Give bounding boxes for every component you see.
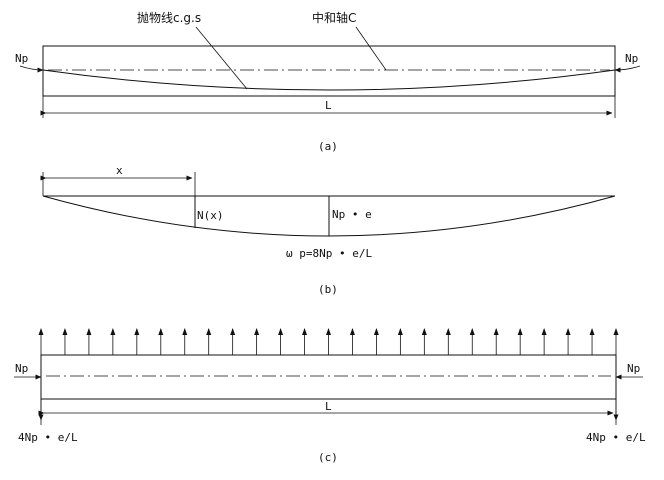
load-arrow-head xyxy=(349,328,355,335)
leader-neutral-axis xyxy=(355,26,387,71)
load-arrow-head xyxy=(62,328,68,335)
force-arrow-right-a xyxy=(614,65,641,73)
reaction-label-left: 4Np • e/L xyxy=(18,431,78,444)
load-arrow-head xyxy=(421,328,427,335)
load-arrow-head xyxy=(397,328,403,335)
tendon-parabola-a xyxy=(42,69,616,91)
load-arrow-head xyxy=(254,328,260,335)
load-arrow-head xyxy=(182,328,188,335)
load-arrow-head xyxy=(565,328,571,335)
load-arrow-head xyxy=(589,328,595,335)
load-arrow-head xyxy=(206,328,212,335)
load-arrow-head xyxy=(541,328,547,335)
force-label-left-a: Np xyxy=(15,52,28,65)
load-arrow-head xyxy=(517,328,523,335)
load-arrow-head xyxy=(158,328,164,335)
caption-c: (c) xyxy=(318,451,338,464)
beam-a-outline xyxy=(42,45,616,97)
label-neutral-axis: 中和轴C xyxy=(312,10,356,25)
load-arrow-head xyxy=(493,328,499,335)
load-arrow-head xyxy=(613,328,619,335)
load-arrow-head xyxy=(38,328,44,335)
span-label-c: L xyxy=(325,400,332,413)
load-arrow-head xyxy=(373,328,379,335)
beam-c-outline xyxy=(40,354,617,400)
load-arrow-head xyxy=(134,328,140,335)
load-arrow-head xyxy=(326,328,331,335)
dim-x-label: x xyxy=(116,164,123,177)
load-arrow-head xyxy=(302,328,308,335)
uniform-upward-load xyxy=(38,328,619,355)
label-equivalent-load: ω p=8Np • e/L xyxy=(286,247,372,260)
figure-a: Np Np 抛物线c.g.s 中和轴C L (a) xyxy=(15,10,641,153)
label-parabola: 抛物线c.g.s xyxy=(137,10,201,25)
load-arrow-head xyxy=(469,328,475,335)
caption-b: (b) xyxy=(318,283,338,296)
load-arrow-head xyxy=(110,328,116,335)
load-arrow-head xyxy=(86,328,92,335)
caption-a: (a) xyxy=(318,140,338,153)
load-arrow-head xyxy=(445,328,451,335)
span-label-a: L xyxy=(325,99,332,112)
figure-b: x N(x) Np • e ω p=8Np • e/L (b) xyxy=(40,164,616,296)
force-label-right-a: Np xyxy=(625,52,638,65)
leader-parabola xyxy=(195,26,248,90)
reaction-label-right: 4Np • e/L xyxy=(586,431,646,444)
label-nx: N(x) xyxy=(197,209,224,222)
force-label-left-c: Np xyxy=(15,362,28,375)
load-arrow-head xyxy=(230,328,236,335)
load-arrow-head xyxy=(278,328,284,335)
force-label-right-c: Np xyxy=(627,362,640,375)
figure-c: Np Np L 4Np • e/L 4Np • e/L (c) xyxy=(14,328,646,464)
force-arrow-left-a xyxy=(19,65,44,73)
label-npe: Np • e xyxy=(332,208,372,221)
